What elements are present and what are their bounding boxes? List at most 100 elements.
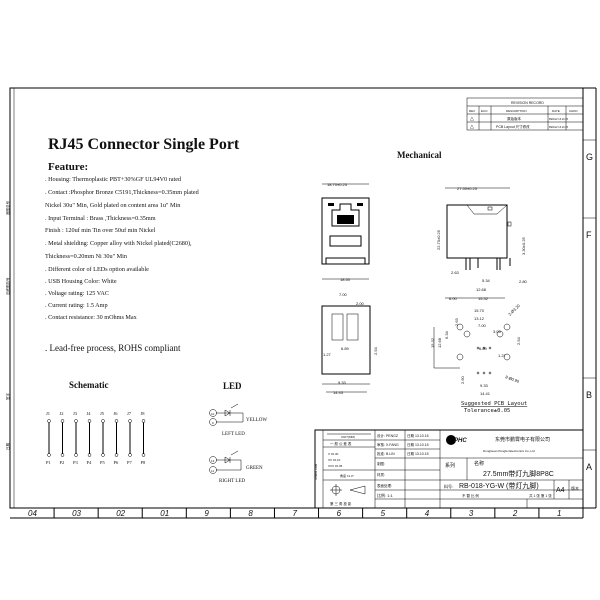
- svg-text:7.00: 7.00: [339, 292, 348, 297]
- pin-terminal: [114, 419, 119, 423]
- schematic-pin-label: P3: [73, 460, 79, 465]
- bottom-view: 7.00 2.00 6.89 1.27 2.54 9.33 14.43: [321, 292, 378, 395]
- part-number: RB-018-YG-W (带灯九脚): [459, 481, 539, 490]
- svg-text:1.27: 1.27: [323, 352, 332, 357]
- ruler-column-label: 7: [293, 509, 298, 518]
- svg-text:PENGZ 13.10.15: PENGZ 13.10.15: [549, 126, 569, 129]
- ruler-column-label: 5: [381, 509, 386, 518]
- svg-text:18.50: 18.50: [340, 277, 351, 282]
- svg-text:材质:: 材质:: [377, 472, 385, 477]
- svg-text:2.60: 2.60: [460, 375, 465, 384]
- mechanical-heading: Mechanical: [397, 150, 442, 160]
- pin-terminal: [114, 453, 119, 457]
- svg-text:DATE: DATE: [552, 109, 560, 113]
- svg-text:2.00: 2.00: [356, 301, 365, 306]
- svg-text:6.34: 6.34: [444, 330, 449, 339]
- svg-text:不 替 比 例: 不 替 比 例: [462, 493, 479, 498]
- svg-text:2.63: 2.63: [451, 270, 460, 275]
- svg-text:REVISION RECORD: REVISION RECORD: [511, 101, 544, 105]
- schematic-pin-label: J6: [114, 411, 119, 416]
- schematic-pin-label: J3: [73, 411, 78, 416]
- revision-record-table: REVISION RECORD REV ECO DESCRIPTION DATE…: [466, 97, 584, 131]
- svg-text:10: 10: [211, 412, 215, 416]
- feature-line: . USB Housing Color: White: [45, 278, 117, 285]
- svg-text:DongGuan Pengfei Electronics C: DongGuan Pengfei Electronics Co.,Ltd: [483, 449, 535, 453]
- svg-text:XX ±0.10: XX ±0.10: [328, 458, 341, 462]
- svg-text:13.12: 13.12: [474, 316, 485, 321]
- svg-text:REV: REV: [469, 109, 475, 113]
- pin-terminal: [87, 419, 92, 423]
- svg-text:A4: A4: [556, 487, 565, 494]
- svg-text:2-Ø3.20: 2-Ø3.20: [507, 302, 521, 316]
- svg-text:12.68: 12.68: [476, 287, 487, 292]
- schematic-pin-label: P1: [46, 460, 51, 465]
- svg-text:表面处理:: 表面处理:: [377, 483, 392, 488]
- schematic-pin-label: J1: [46, 411, 50, 416]
- ruler-column-label: 6: [337, 509, 342, 518]
- feature-heading: Feature:: [48, 161, 88, 173]
- right-led-label: RIGHT LED: [219, 479, 246, 484]
- svg-text:7.00: 7.00: [478, 323, 487, 328]
- led-heading: LED: [223, 381, 242, 391]
- feature-line: . Input Terminal : Brass ,Thickness=0.35…: [45, 215, 156, 222]
- rohs-note: . Lead-free process, ROHS compliant: [45, 343, 181, 353]
- svg-text:东莞市鹏霄电子有限公司: 东莞市鹏霄电子有限公司: [495, 436, 550, 443]
- pcb-layout: 15.70 13.12 7.00 3.05 6.34 2.63 12.68 15…: [430, 302, 527, 414]
- svg-text:日期 13.10.15: 日期 13.10.15: [407, 442, 429, 447]
- ruler-column-label: 4: [425, 509, 430, 518]
- svg-text:日期 13.10.15: 日期 13.10.15: [407, 433, 429, 438]
- svg-text:Unless Lists: Unless Lists: [314, 463, 318, 480]
- pin-terminal: [101, 419, 105, 423]
- pin-terminal: [47, 453, 51, 457]
- svg-text:PCB Layout 尺寸修改: PCB Layout 尺寸修改: [496, 124, 530, 129]
- side-view: 27.50±0.25 22.70±0.25 3.30±0.25 2.63 5.3…: [436, 186, 528, 301]
- feature-line: . Housing: Thermoplastic PBT+30%GF UL94V…: [45, 176, 182, 183]
- svg-text:11: 11: [211, 469, 214, 473]
- svg-text:△: △: [470, 124, 474, 130]
- company-logo: [446, 435, 456, 445]
- schematic-pin-label: P5: [100, 460, 106, 465]
- pin-terminal: [128, 453, 132, 457]
- svg-text:比例: 1:1: 比例: 1:1: [377, 492, 394, 498]
- ruler-row-label: F: [586, 230, 592, 240]
- svg-text:X ±0.30: X ±0.30: [328, 452, 339, 456]
- svg-text:版本: 版本: [571, 485, 579, 491]
- svg-text:料号:: 料号:: [444, 483, 453, 489]
- feature-line: . Metal shielding: Copper alloy with Nic…: [45, 240, 192, 247]
- schematic-pin-label: J4: [87, 411, 92, 416]
- svg-text:设计: PENGZ: 设计: PENGZ: [377, 433, 399, 438]
- svg-text:一 般 公 差 表: 一 般 公 差 表: [330, 441, 352, 446]
- pin-terminal: [60, 419, 65, 423]
- ruler-row-label: B: [586, 390, 592, 400]
- product-name: 27.5mm带灯九脚8P8C: [483, 469, 554, 478]
- schematic-pin-label: J8: [141, 411, 146, 416]
- svg-text:审核: X.FANG: 审核: X.FANG: [377, 442, 399, 447]
- svg-text:1.27: 1.27: [498, 353, 507, 358]
- svg-text:系列: 系列: [445, 462, 455, 469]
- pin-terminal: [141, 419, 146, 423]
- schematic-pin-label: P7: [127, 460, 133, 465]
- tolerance-note: Tolerance±0.05: [464, 408, 510, 414]
- schematic-pin-label: P6: [114, 460, 120, 465]
- svg-text:PHC: PHC: [454, 438, 467, 444]
- svg-text:第 三 角 投 影: 第 三 角 投 影: [330, 501, 352, 506]
- border-side-label: 签字: [5, 393, 10, 401]
- feature-line: Thickness=0.20mm Ni 30u" Min: [45, 253, 127, 260]
- feature-line: Nickel 30u" Min, Gold plated on content …: [45, 202, 180, 209]
- pin-terminal: [47, 419, 51, 423]
- svg-text:原始版本: 原始版本: [507, 116, 521, 121]
- border-side-label: 日期: [5, 443, 10, 451]
- ruler-column-label: 03: [72, 509, 81, 518]
- schematic-pin-label: P4: [87, 460, 93, 465]
- svg-text:14.41: 14.41: [480, 391, 491, 396]
- svg-text:2.54: 2.54: [516, 336, 521, 345]
- left-led-diagram: 10 9 YELLOW LEFT LED: [209, 403, 267, 437]
- left-led-color: YELLOW: [246, 418, 267, 423]
- svg-text:13: 13: [211, 459, 215, 463]
- schematic-pin-label: J2: [60, 411, 64, 416]
- svg-text:3.30±0.25: 3.30±0.25: [521, 236, 526, 255]
- page-title: RJ45 Connector Single Port: [48, 136, 240, 153]
- feature-line: Finish : 120uf min Tin over 50uf min Nic…: [45, 227, 156, 234]
